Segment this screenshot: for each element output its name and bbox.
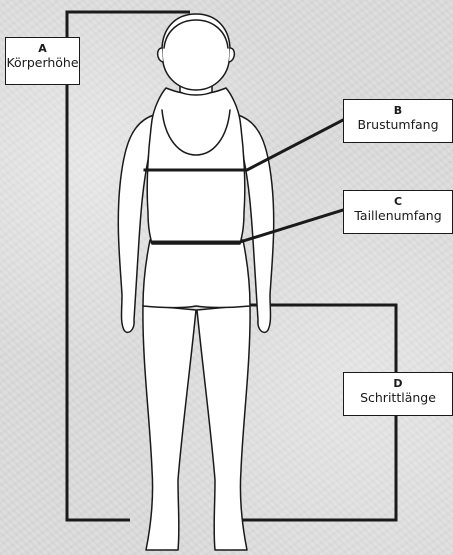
person-silhouette [118,14,273,550]
label-waist: C Taillenumfang [343,190,453,234]
label-chest: B Brustumfang [343,99,453,143]
head [162,14,230,90]
label-inseam-letter: D [344,377,452,390]
label-height-text: Körperhöhe [6,55,79,70]
right-leg [197,305,250,550]
label-height-letter: A [6,42,79,55]
label-chest-text: Brustumfang [344,117,452,132]
label-chest-letter: B [344,104,452,117]
left-leg [143,305,196,550]
label-waist-letter: C [344,195,452,208]
label-inseam-text: Schrittlänge [344,390,452,405]
label-inseam: D Schrittlänge [343,372,453,416]
label-height: A Körperhöhe [5,37,80,85]
shorts [143,240,250,308]
label-waist-text: Taillenumfang [344,208,452,223]
